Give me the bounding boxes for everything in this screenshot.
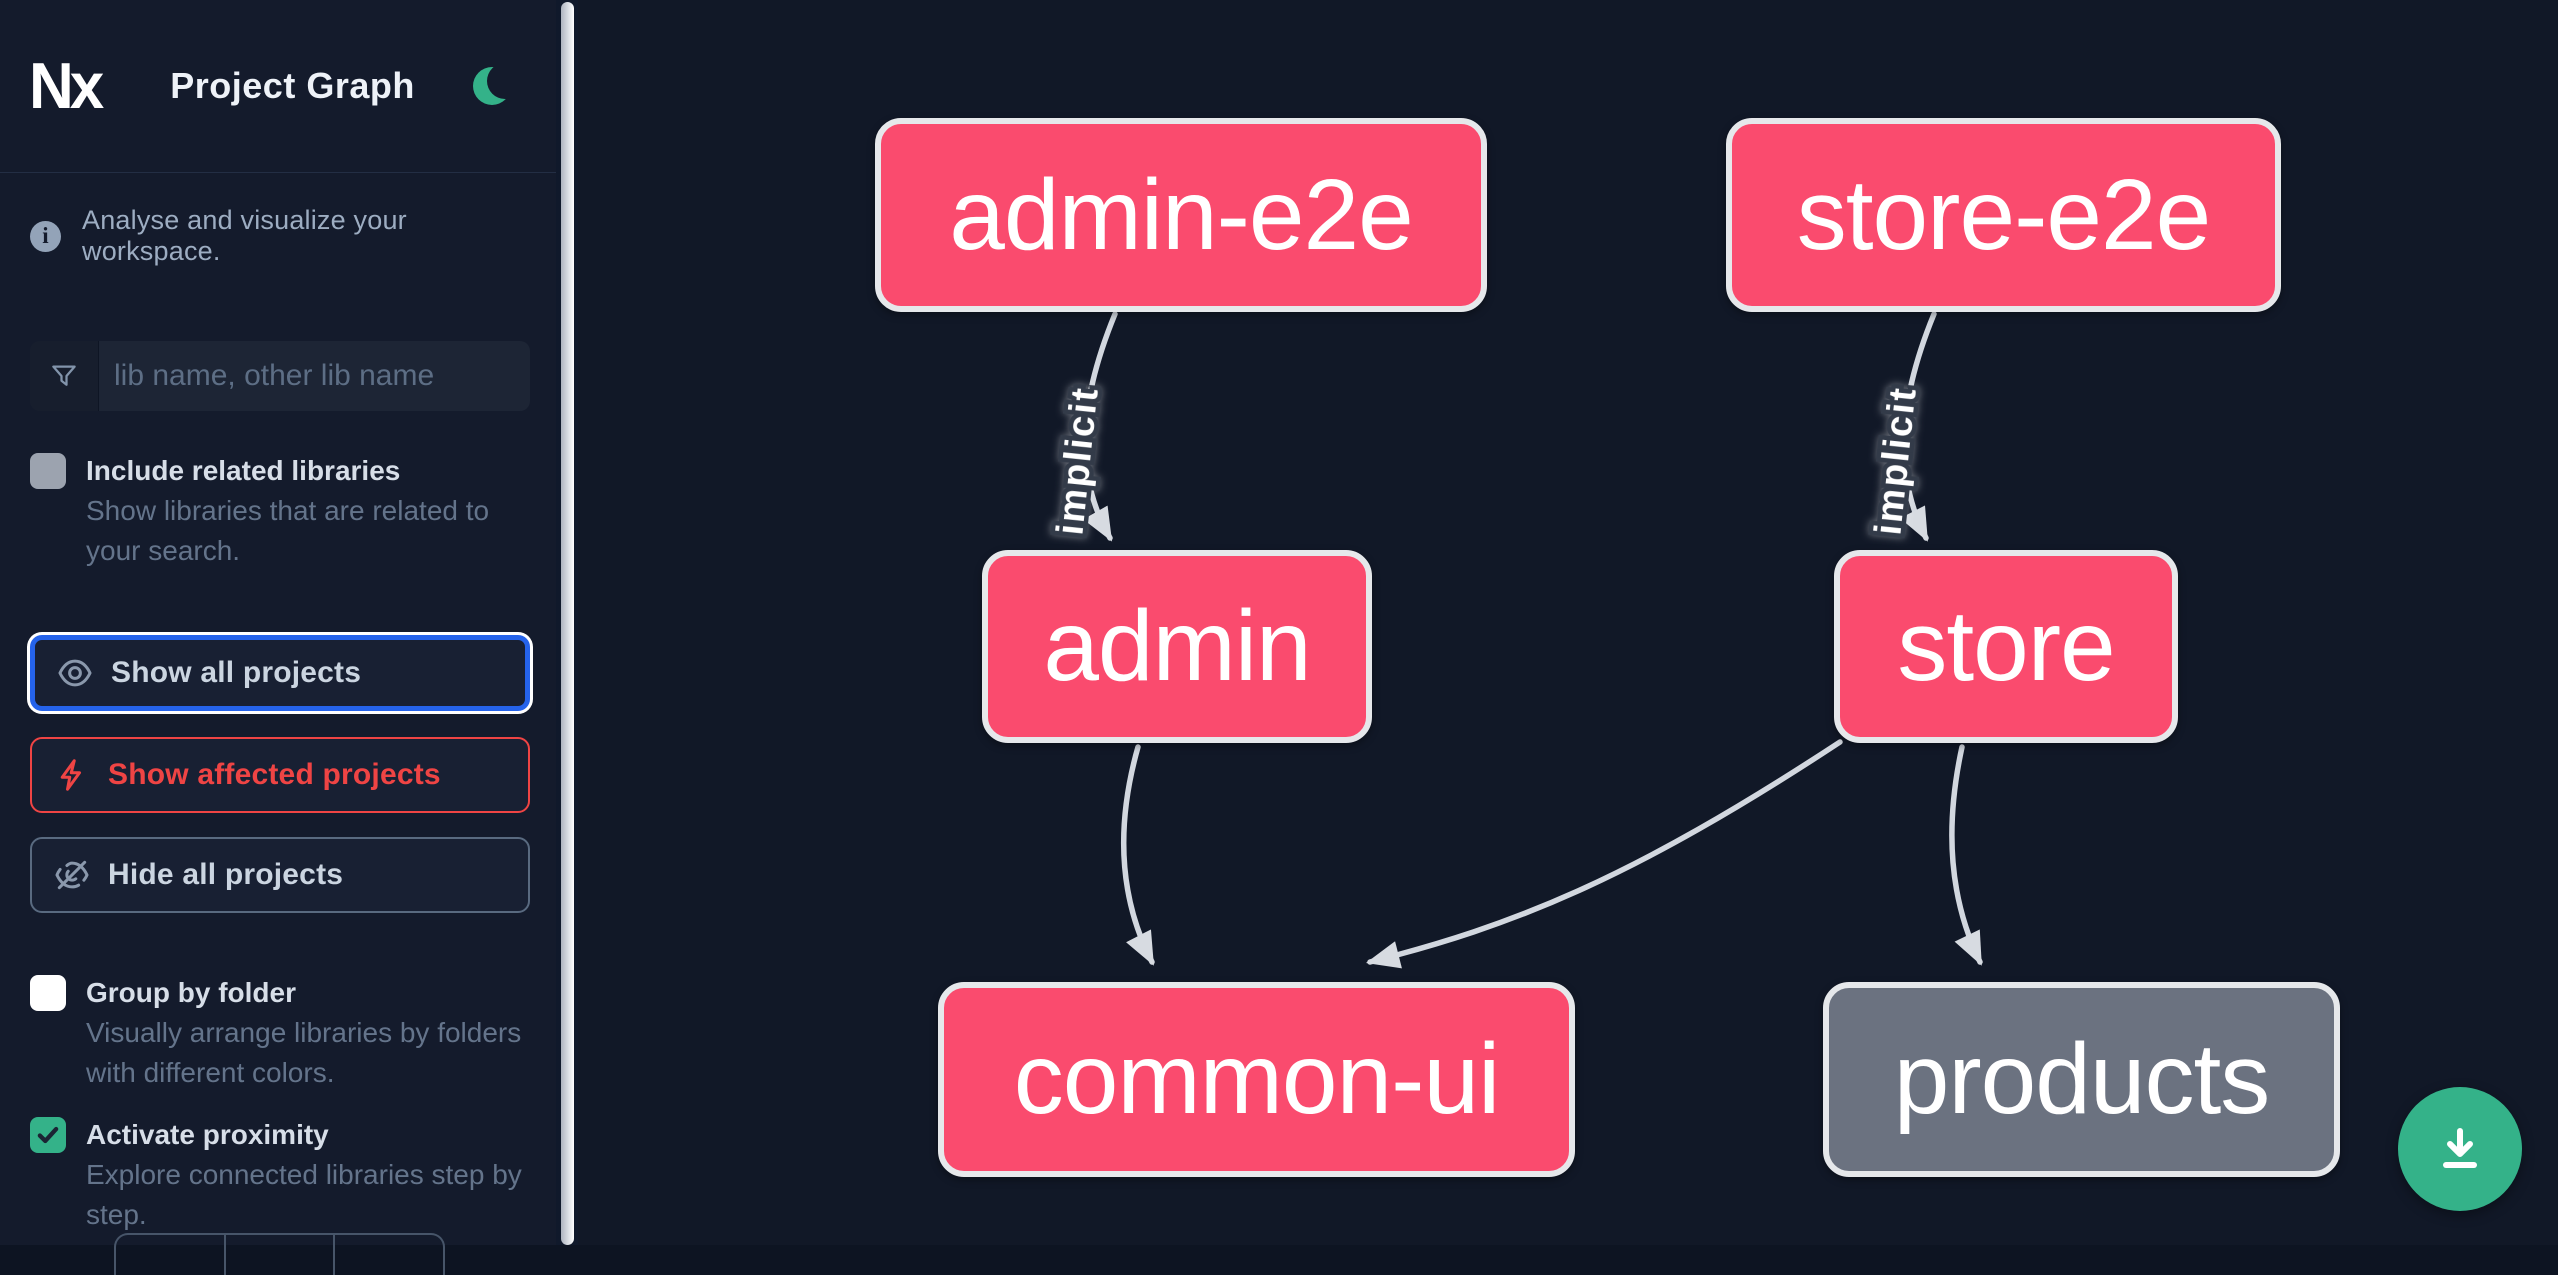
project-node-products[interactable]: products [1823, 982, 2340, 1177]
dark-mode-moon-icon[interactable] [473, 67, 511, 105]
graph-canvas[interactable]: implicit implicit admin-e2e store-e2e ad… [578, 0, 2558, 1245]
toggle-label: Include related libraries [86, 455, 401, 486]
search-input[interactable] [99, 341, 530, 411]
project-node-store[interactable]: store [1834, 550, 2178, 743]
toggle-include-related: Include related libraries Show libraries… [30, 451, 531, 571]
button-label: Hide all projects [108, 858, 344, 891]
sidebar-scrollbar-thumb[interactable] [561, 2, 574, 1245]
sidebar-scrollbar-track [556, 0, 578, 1245]
tagline-text: Analyse and visualize your workspace. [82, 205, 407, 266]
dependency-edges: implicit implicit [1045, 311, 1983, 969]
filter-funnel-icon [30, 341, 99, 411]
edge-store-common-ui [1365, 739, 1843, 969]
hide-all-projects-button[interactable]: Hide all projects [30, 837, 530, 913]
info-icon: i [30, 220, 61, 252]
sidebar: Nx Project Graph i Analyse and visualize… [0, 0, 561, 1275]
project-node-store-e2e[interactable]: store-e2e [1726, 118, 2281, 312]
toggle-label: Activate proximity [86, 1119, 329, 1150]
include-related-checkbox[interactable] [30, 453, 66, 489]
checkmark-icon [37, 1126, 59, 1144]
sidebar-header: Nx Project Graph [0, 0, 561, 173]
project-node-admin[interactable]: admin [982, 550, 1372, 743]
toggle-description: Show libraries that are related to your … [86, 495, 490, 566]
toggle-description: Visually arrange libraries by folders wi… [86, 1017, 522, 1088]
proximity-stepper-control[interactable] [114, 1233, 445, 1275]
edge-store-products [1949, 744, 1983, 966]
stepper-segment[interactable] [335, 1235, 443, 1275]
project-node-admin-e2e[interactable]: admin-e2e [875, 118, 1487, 312]
group-by-folder-checkbox[interactable] [30, 975, 66, 1011]
edge-admin-common-ui [1121, 744, 1155, 966]
button-label: Show all projects [111, 656, 362, 689]
download-icon [2443, 1128, 2477, 1168]
show-all-projects-button[interactable]: Show all projects [30, 635, 530, 711]
page-title: Project Graph [170, 65, 415, 106]
edge-admin-e2e-admin [1082, 311, 1118, 542]
nx-logo-icon: Nx [29, 49, 104, 123]
toggle-group-by-folder: Group by folder Visually arrange librari… [30, 973, 531, 1093]
edge-store-e2e-store [1900, 311, 1937, 542]
lightning-bolt-icon [52, 755, 92, 795]
toggle-label: Group by folder [86, 977, 296, 1008]
activate-proximity-checkbox[interactable] [30, 1117, 66, 1153]
toggle-description: Explore connected libraries step by step… [86, 1159, 522, 1230]
stepper-segment[interactable] [116, 1235, 226, 1275]
eye-off-icon [52, 855, 92, 895]
button-label: Show affected projects [108, 758, 441, 791]
filter-search-box [30, 341, 530, 411]
eye-icon [55, 653, 95, 693]
download-image-button[interactable] [2398, 1087, 2522, 1211]
stepper-segment[interactable] [226, 1235, 336, 1275]
workspace-tagline-row: i Analyse and visualize your workspace. [30, 205, 531, 267]
toggle-activate-proximity: Activate proximity Explore connected lib… [30, 1115, 531, 1235]
show-affected-projects-button[interactable]: Show affected projects [30, 737, 530, 813]
project-node-common-ui[interactable]: common-ui [938, 982, 1575, 1177]
